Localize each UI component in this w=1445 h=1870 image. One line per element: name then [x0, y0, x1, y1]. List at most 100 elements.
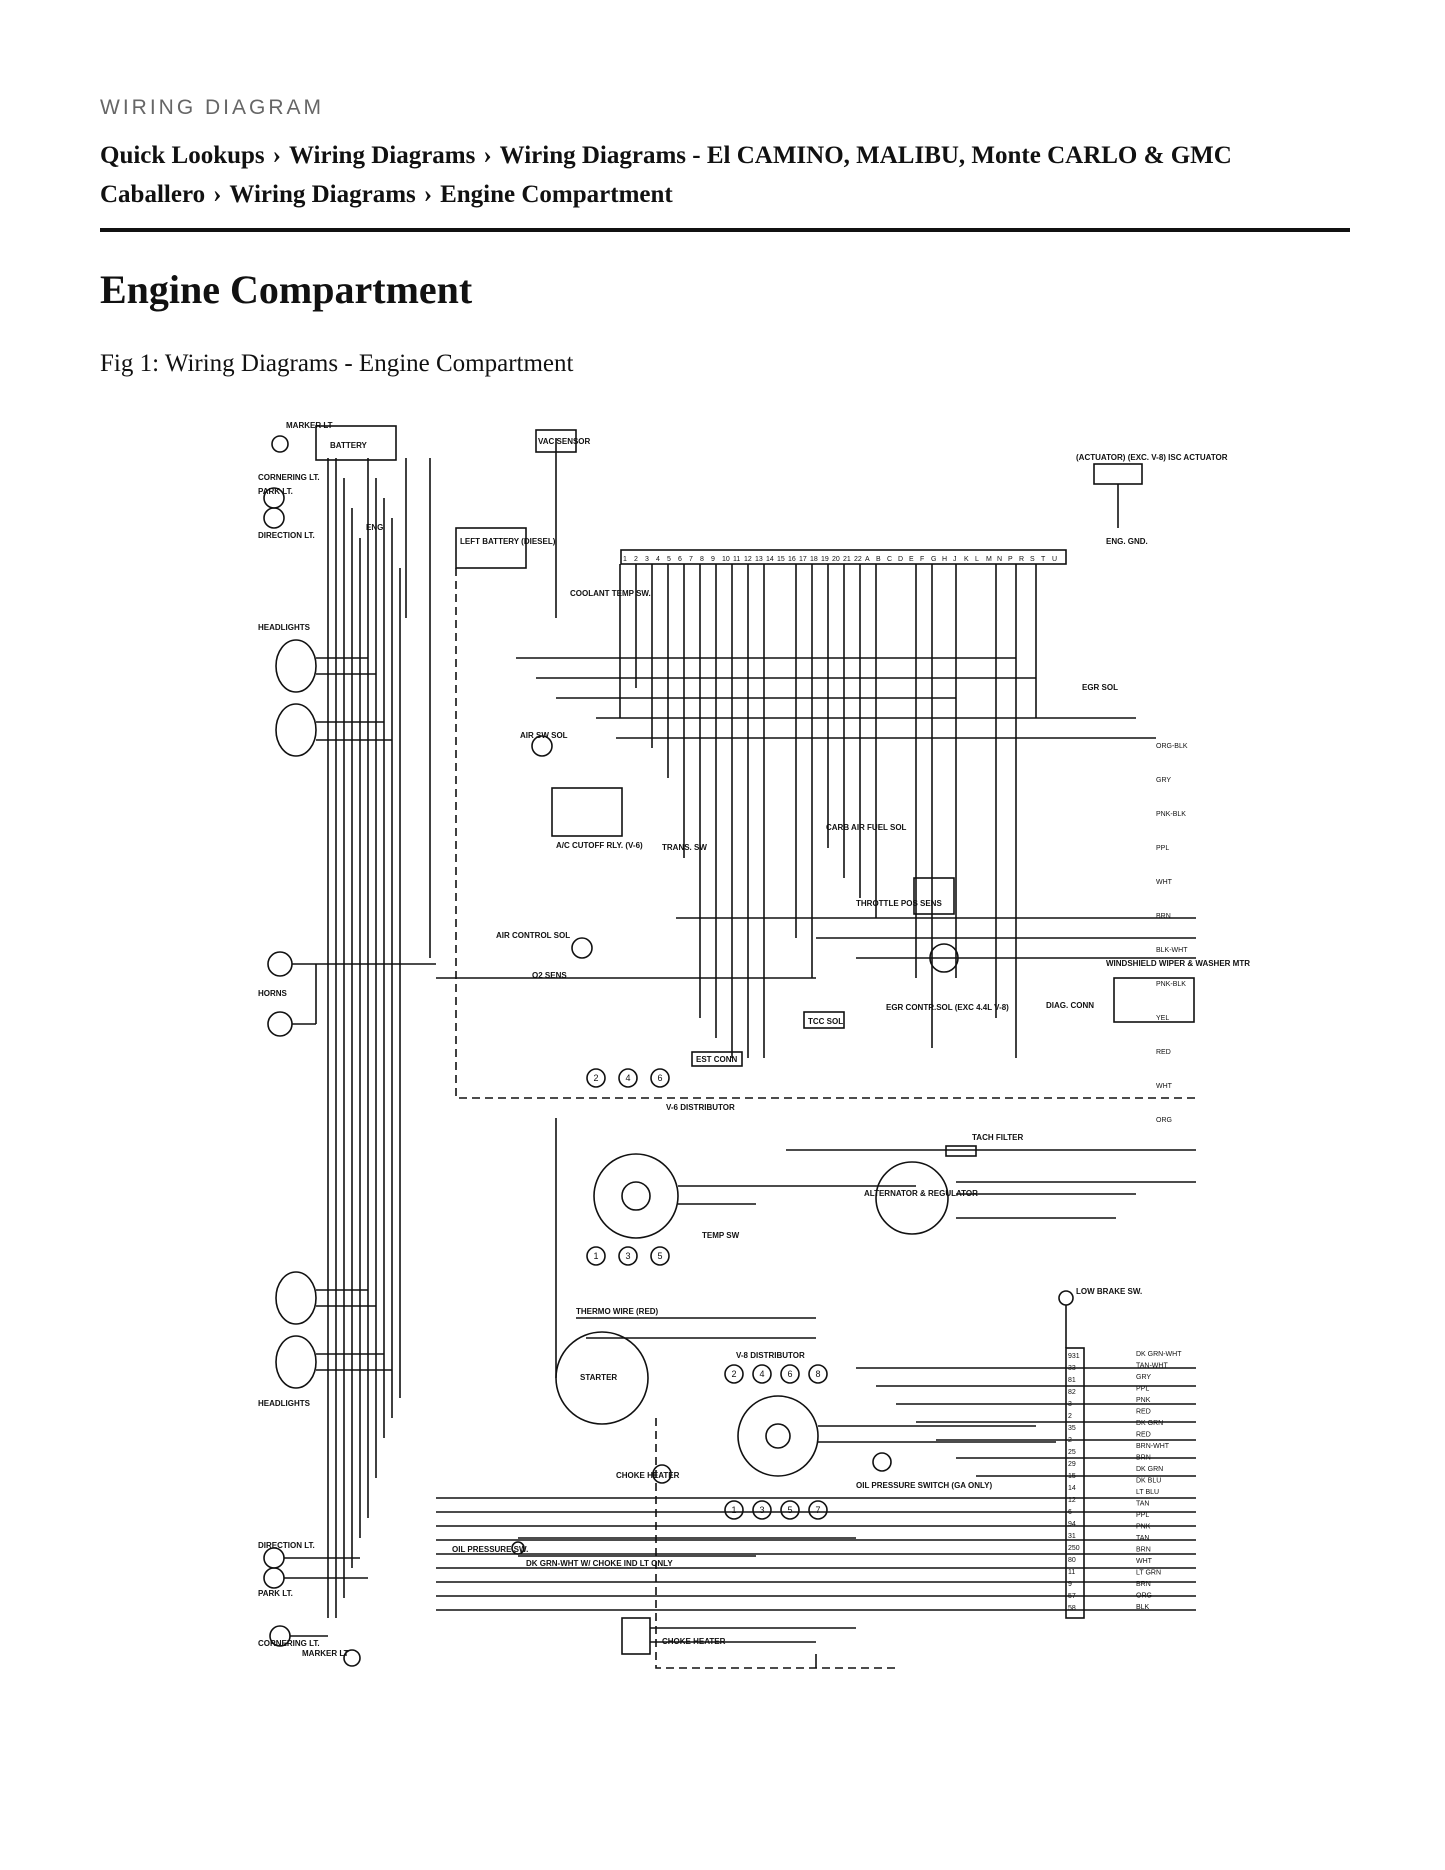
bottom-wire-label: BRN	[1136, 1581, 1151, 1588]
label-v8-distributor: V-8 DISTRIBUTOR	[736, 1351, 805, 1360]
label-tcc-sol: TCC SOL	[808, 1017, 843, 1026]
label-oil-pressure-switch: OIL PRESSURE SWITCH (GA ONLY)	[856, 1481, 992, 1490]
right-wire-label: GRY	[1156, 777, 1171, 784]
ecm-pin-number: 2	[634, 556, 638, 563]
right-wire-label: WHT	[1156, 879, 1173, 886]
label-v6-distributor: V-6 DISTRIBUTOR	[666, 1103, 735, 1112]
distributor-number: 2	[731, 1369, 736, 1379]
label-trans-sw: TRANS. SW	[662, 843, 707, 852]
breadcrumb-separator: ›	[423, 181, 433, 208]
breadcrumb-current: Engine Compartment	[440, 181, 673, 208]
label-air-sw-sol: AIR SW SOL	[520, 731, 568, 740]
bottom-wire-label: DK GRN-WHT	[1136, 1351, 1182, 1358]
bottom-pin-number: 58	[1068, 1605, 1076, 1612]
bottom-pin-number: 2	[1068, 1413, 1072, 1420]
ecm-pin-number: 20	[832, 556, 840, 563]
label-egr-sol: EGR SOL	[1082, 683, 1118, 692]
bottom-wire-label: BRN-WHT	[1136, 1443, 1170, 1450]
label-coolant-temp-sw: COOLANT TEMP SW.	[570, 589, 651, 598]
right-wire-label: WHT	[1156, 1083, 1173, 1090]
distributor-number: 5	[787, 1505, 792, 1515]
ecm-pin-number: 8	[700, 556, 704, 563]
right-wire-label: ORG-BLK	[1156, 743, 1188, 750]
label-low-brake-sw: LOW BRAKE SW.	[1076, 1287, 1142, 1296]
bottom-wire-label: GRY	[1136, 1374, 1151, 1381]
label-marker-lt-lower: MARKER LT	[302, 1649, 349, 1658]
breadcrumb-wiring-diagrams[interactable]: Wiring Diagrams	[289, 142, 476, 169]
bottom-wire-label: WHT	[1136, 1558, 1153, 1565]
bottom-pin-number: 57	[1068, 1593, 1076, 1600]
ecm-pin-number: N	[997, 556, 1002, 563]
bottom-pin-number: 250	[1068, 1545, 1080, 1552]
right-wire-label: RED	[1156, 1049, 1171, 1056]
ecm-pin-number: A	[865, 556, 870, 563]
ecm-pin-number: 18	[810, 556, 818, 563]
right-wire-label: ORG	[1156, 1117, 1172, 1124]
label-carb-air-fuel-sol: CARB AIR FUEL SOL	[826, 823, 907, 832]
bottom-wire-label: PNK	[1136, 1397, 1151, 1404]
label-horns: HORNS	[258, 989, 288, 998]
label-throttle-pos-sens: THROTTLE POS SENS	[856, 899, 942, 908]
bottom-pin-number: 33	[1068, 1365, 1076, 1372]
ecm-pin-number: 9	[711, 556, 715, 563]
bottom-pin-number: 82	[1068, 1389, 1076, 1396]
ecm-pin-number: U	[1052, 556, 1057, 563]
label-oil-pressure-sw: OIL PRESSURE SW.	[452, 1545, 528, 1554]
bottom-wire-label: LT GRN	[1136, 1570, 1161, 1577]
label-diag-conn: DIAG. CONN	[1046, 1001, 1094, 1010]
ecm-pin-number: H	[942, 556, 947, 563]
bottom-wire-label: RED	[1136, 1432, 1151, 1439]
label-cornering-lt: CORNERING LT.	[258, 473, 320, 482]
right-wire-label: BLK-WHT	[1156, 947, 1188, 954]
label-egr-contr-sol: EGR CONTR.SOL (EXC 4.4L V-8)	[886, 1003, 1009, 1012]
right-wire-label: PNK-BLK	[1156, 811, 1186, 818]
breadcrumb-el-camino-wiring[interactable]: Wiring Diagrams - El CAMINO, MALIBU, Mon…	[100, 142, 1232, 208]
ecm-pin-number: R	[1019, 556, 1024, 563]
section-label: WIRING DIAGRAM	[100, 96, 324, 119]
breadcrumb-separator: ›	[272, 142, 281, 169]
figure-caption: Fig 1: Wiring Diagrams - Engine Compartm…	[100, 350, 574, 377]
wiring-diagram: 12345678910111213141516171819202122ABCDE…	[258, 421, 1250, 1669]
breadcrumb-separator: ›	[483, 142, 492, 169]
bottom-connector-pins: 9313381823235225291514126943125080119575…	[1068, 1353, 1080, 1612]
ecm-pin-number: F	[920, 556, 924, 563]
ecm-pin-number: 16	[788, 556, 796, 563]
bottom-wire-label: TAN	[1136, 1501, 1149, 1508]
ecm-pin-number: C	[887, 556, 892, 563]
bottom-wire-label: RED	[1136, 1409, 1151, 1416]
breadcrumb-wiring-diagrams-sub[interactable]: Wiring Diagrams	[229, 181, 416, 208]
breadcrumb-quick-lookups[interactable]: Quick Lookups	[100, 142, 265, 169]
bottom-wire-label: DK GRN	[1136, 1420, 1163, 1427]
bottom-pin-number: 25	[1068, 1449, 1076, 1456]
ecm-pin-number: 3	[645, 556, 649, 563]
label-est-conn: EST CONN	[696, 1055, 738, 1064]
ecm-pin-number: 22	[854, 556, 862, 563]
label-starter: STARTER	[580, 1373, 617, 1382]
ecm-pin-number: 19	[821, 556, 829, 563]
right-wire-label: BRN	[1156, 913, 1171, 920]
bottom-pin-number: 31	[1068, 1533, 1076, 1540]
label-headlights: HEADLIGHTS	[258, 623, 311, 632]
ecm-pin-number: G	[931, 556, 936, 563]
ecm-pin-number: K	[964, 556, 969, 563]
label-ac-cutoff: A/C CUTOFF RLY. (V-6)	[556, 841, 643, 850]
distributor-number: 1	[731, 1505, 736, 1515]
bottom-pin-number: 3	[1068, 1401, 1072, 1408]
bottom-wire-label: PNK	[1136, 1524, 1151, 1531]
ecm-pin-number: 5	[667, 556, 671, 563]
ecm-pin-number: M	[986, 556, 992, 563]
bottom-pin-number: 931	[1068, 1353, 1080, 1360]
bottom-pin-number: 35	[1068, 1425, 1076, 1432]
ecm-pin-number: B	[876, 556, 881, 563]
distributor-number: 2	[593, 1073, 598, 1083]
ecm-pin-number: 1	[623, 556, 627, 563]
label-isc-actuator: (ACTUATOR) (EXC. V-8) ISC ACTUATOR	[1076, 453, 1228, 462]
bottom-wire-label: TAN-WHT	[1136, 1363, 1168, 1370]
ecm-pin-number: 12	[744, 556, 752, 563]
breadcrumb: Quick Lookups›Wiring Diagrams›Wiring Dia…	[100, 136, 1350, 214]
ecm-pin-number: 17	[799, 556, 807, 563]
label-alternator: ALTERNATOR & REGULATOR	[864, 1189, 978, 1198]
